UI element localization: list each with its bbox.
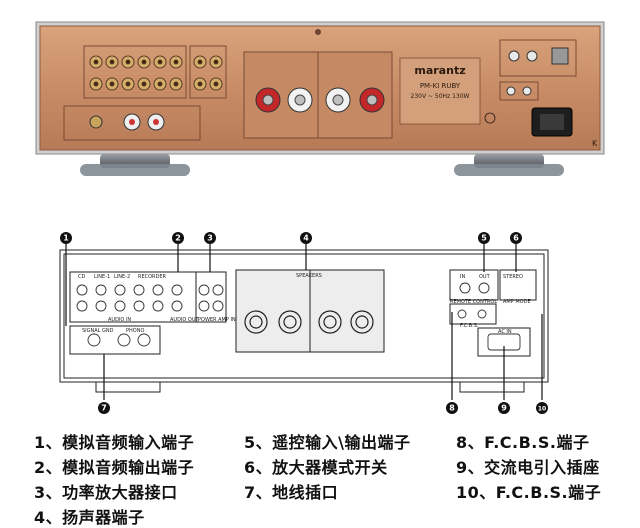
schematic-speaker-post [318,310,342,334]
callout-number: 4 [303,234,309,243]
schematic-rca [198,284,210,296]
schematic-rca [95,300,107,312]
callout-10 [536,402,548,414]
schematic-rca [198,300,210,312]
callout-number: 1 [63,234,69,243]
schematic-speaker-post [350,310,374,334]
callout-6 [510,232,522,244]
callout-1 [60,232,72,244]
schematic-speaker-post [244,310,268,334]
schematic-speaker-post [278,310,302,334]
callout-number: 7 [101,404,107,413]
schematic-rca [133,300,145,312]
label-amp-mode: AMP MODE [503,299,531,305]
label-power-amp-in: POWER AMP IN [198,317,236,323]
signal-gnd-post [89,115,103,129]
schematic-rca [212,284,224,296]
label-fcbs: F.C.B.S. [460,323,479,329]
schematic-rca [212,300,224,312]
label-ac-in: AC IN [498,329,512,335]
callout-4 [300,232,312,244]
callout-number: 8 [449,404,455,413]
schematic-rca [76,300,88,312]
label-phono: PHONO [126,328,144,334]
schematic-rca [171,300,183,312]
schematic-rca [152,284,164,296]
schematic-rca [95,284,107,296]
schematic-rca [152,300,164,312]
amplifier-rear-photo: marantz PM-KI RUBY 230V ~ 50Hz 130W K [35,21,605,176]
callout-8 [446,402,458,414]
callout-number: 2 [175,234,181,243]
schematic-rca [114,300,126,312]
callout-number: 5 [481,234,487,243]
label-cd: CD [78,274,85,280]
callout-number: 10 [538,406,546,413]
model-text: PM-KI RUBY [420,82,461,90]
label-remote-control: REMOTE CONTROL [450,299,497,305]
callout-number: 9 [501,404,507,413]
label-audio-out: AUDIO OUT [170,317,200,323]
rating-text: 230V ~ 50Hz 130W [411,93,470,100]
label-recorder: RECORDER [138,274,167,280]
callout-5 [478,232,490,244]
callout-9 [498,402,510,414]
label-line1: LINE-1 [94,274,110,280]
brand-logo: marantz [414,64,465,77]
label-audio-in: AUDIO IN [108,317,131,323]
schematic-rca [171,284,183,296]
callout-number: 3 [207,234,213,243]
callout-number: 6 [513,234,519,243]
label-in: IN [460,274,465,280]
schematic-rca [76,284,88,296]
callout-3 [204,232,216,244]
label-signal-gnd: SIGNAL GND [82,328,114,334]
callout-2 [172,232,184,244]
corner-mark: K [592,139,598,148]
label-stereo: STEREO [503,274,523,280]
schematic-rca [133,284,145,296]
label-line2: LINE-2 [114,274,130,280]
label-speakers: SPEAKERS [296,273,322,279]
label-out: OUT [479,274,491,280]
callout-7 [98,402,110,414]
schematic-rca [114,284,126,296]
